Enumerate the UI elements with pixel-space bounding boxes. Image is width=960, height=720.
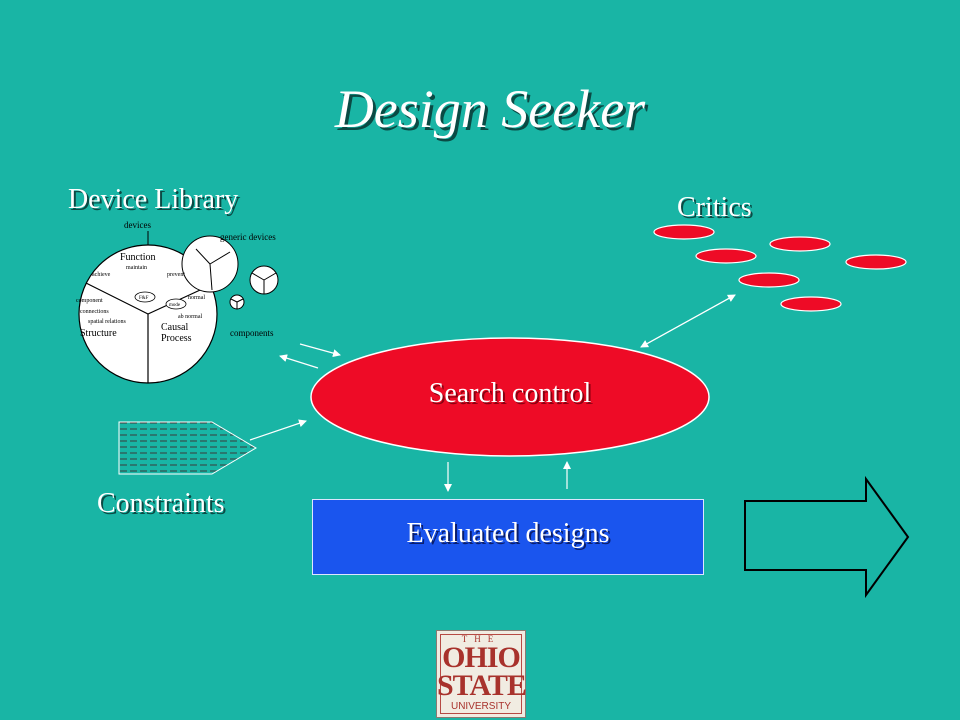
- device-library-diagram: devices generic devices components Funct…: [76, 220, 279, 384]
- spatial-relations-text: spatial relations: [88, 319, 126, 325]
- mode-text: mode: [169, 303, 181, 308]
- critic-ellipse: [845, 254, 907, 270]
- search-control-label: Search control: [428, 378, 592, 409]
- prevent-text: prevent: [167, 272, 185, 278]
- next-arrow-icon: [744, 475, 910, 599]
- logo-ohio-text: OHIO: [442, 641, 521, 674]
- devices-text: devices: [124, 220, 151, 230]
- logo-the-text: THE: [461, 634, 501, 644]
- generic-devices-text: generic devices: [220, 232, 276, 242]
- evaluated-designs-label: Evaluated designs: [406, 518, 610, 549]
- fnf-text: F&F: [139, 296, 149, 301]
- slide-title: Design Seeker: [334, 79, 646, 139]
- critic-ellipse: [695, 248, 757, 264]
- evaluated-designs-box: [312, 499, 704, 575]
- device-library-label: Device Library: [68, 184, 239, 215]
- component-text: component: [76, 298, 103, 304]
- function-text: Function: [120, 252, 156, 263]
- search-control-ellipse: [310, 337, 710, 457]
- critics-label: Critics: [677, 192, 752, 223]
- logo-university-text: UNIVERSITY: [450, 701, 511, 712]
- components-text: components: [230, 328, 274, 338]
- arrow-search-to-library: [279, 354, 319, 369]
- maintain-text: maintain: [126, 265, 147, 271]
- critic-ellipse: [653, 224, 715, 240]
- arrow-critics-to-search: [640, 294, 736, 348]
- critic-ellipse: [738, 272, 800, 288]
- logo-state-text: STATE: [437, 669, 527, 702]
- critic-ellipse: [780, 296, 842, 312]
- process-text: Process: [161, 333, 192, 344]
- constraints-label: Constraints: [97, 488, 225, 519]
- arrow-library-to-search: [299, 343, 341, 358]
- structure-text: Structure: [80, 328, 117, 339]
- ab-normal-text: ab normal: [178, 314, 202, 320]
- ohio-state-logo: THE OHIO STATE UNIVERSITY: [436, 630, 527, 718]
- achieve-text: achieve: [92, 272, 111, 278]
- normal-text: normal: [188, 295, 205, 301]
- connections-text: connections: [80, 309, 109, 315]
- arrow-constraints-to-search: [249, 419, 307, 441]
- connection-arrows: [249, 294, 736, 492]
- critic-ellipse: [769, 236, 831, 252]
- critics-group: [653, 224, 907, 312]
- causal-text: Causal: [161, 322, 188, 333]
- constraints-shape: [118, 421, 257, 475]
